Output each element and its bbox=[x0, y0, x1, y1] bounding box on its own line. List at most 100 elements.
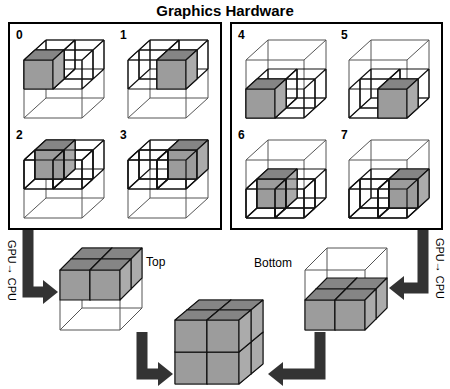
octant-cell: 2 bbox=[12, 126, 112, 226]
cube-figure bbox=[246, 140, 326, 218]
shaded-octant bbox=[120, 259, 131, 300]
cube-drawing bbox=[116, 26, 216, 126]
cube-drawing bbox=[173, 297, 268, 387]
shaded-octant bbox=[275, 79, 286, 118]
cell-number: 3 bbox=[120, 128, 127, 142]
shaded-octant bbox=[175, 320, 207, 352]
cube-figure bbox=[128, 40, 208, 118]
cell-number: 0 bbox=[16, 28, 23, 42]
merged-cube bbox=[173, 297, 268, 387]
cube-figure bbox=[246, 40, 326, 118]
octant-cell: 6 bbox=[234, 126, 334, 226]
cube-edge bbox=[24, 40, 104, 118]
cube-figure bbox=[349, 40, 429, 118]
edge-label-box: GPU→ CPU bbox=[433, 237, 446, 298]
cube-drawing bbox=[12, 126, 112, 226]
octant-cell: 4 bbox=[234, 26, 334, 126]
cell-number: 6 bbox=[238, 128, 245, 142]
cube-edge bbox=[349, 140, 429, 218]
cube-edge bbox=[60, 248, 142, 330]
cube-edge bbox=[157, 150, 197, 189]
cube-label: Top bbox=[146, 255, 165, 269]
shaded-octant bbox=[157, 60, 186, 89]
shaded-octant bbox=[175, 352, 207, 384]
transfer-arrow bbox=[142, 332, 158, 374]
octant-cell: 1 bbox=[116, 26, 216, 126]
cube-drawing bbox=[116, 126, 216, 226]
shaded-octant bbox=[239, 310, 251, 352]
shaded-octant bbox=[131, 248, 142, 289]
cube-edge bbox=[286, 69, 326, 108]
shaded-octant bbox=[376, 278, 387, 319]
shaded-octant bbox=[305, 300, 335, 330]
cube-edge bbox=[157, 50, 197, 89]
cube-edge bbox=[246, 40, 326, 118]
cube-edge bbox=[305, 248, 387, 330]
transfer-arrow bbox=[404, 230, 423, 288]
edge-label: GPU→ CPU bbox=[5, 239, 18, 300]
cube-edge bbox=[64, 40, 104, 79]
bottom-half-cube: Bottom bbox=[250, 246, 389, 332]
hardware-panel: 0 1 2 3 bbox=[8, 22, 222, 230]
diagram-title: Graphics Hardware bbox=[156, 2, 294, 20]
shaded-octant bbox=[365, 289, 376, 330]
cube-edge bbox=[128, 140, 208, 218]
shaded-octant bbox=[418, 169, 429, 208]
cube-figure bbox=[60, 248, 142, 330]
cube-edge bbox=[378, 79, 418, 118]
shaded-octant bbox=[90, 270, 120, 300]
shaded-octant bbox=[246, 89, 275, 118]
cube-figure bbox=[349, 140, 429, 218]
cell-number: 7 bbox=[341, 128, 348, 142]
transfer-arrow bbox=[28, 230, 43, 292]
cube-edge bbox=[349, 40, 429, 118]
shaded-octant bbox=[53, 50, 64, 89]
cell-number: 1 bbox=[120, 28, 127, 42]
cube-drawing bbox=[234, 26, 334, 126]
hardware-panel: 4 5 6 7 bbox=[230, 22, 443, 230]
shaded-octant bbox=[24, 60, 53, 89]
cube-drawing bbox=[337, 126, 437, 226]
transfer-arrow bbox=[283, 332, 320, 374]
edge-label: GPU→ CPU bbox=[433, 237, 446, 298]
cube-edge bbox=[275, 179, 315, 218]
shaded-octant bbox=[60, 270, 90, 300]
top-half-cube: Top bbox=[58, 246, 170, 332]
cube-drawing bbox=[337, 26, 437, 126]
octant-cell: 7 bbox=[337, 126, 437, 226]
cube-figure bbox=[24, 40, 104, 118]
cube-edge bbox=[53, 150, 93, 189]
cell-number: 4 bbox=[238, 28, 245, 42]
title-bar: Graphics Hardware bbox=[0, 2, 450, 20]
shaded-octant bbox=[207, 320, 239, 352]
shaded-octant bbox=[186, 50, 197, 89]
shaded-octant bbox=[251, 300, 263, 342]
cube-edge bbox=[24, 50, 64, 89]
shaded-octant bbox=[207, 352, 239, 384]
octant-cell: 3 bbox=[116, 126, 216, 226]
cube-edge bbox=[246, 79, 286, 118]
octant-cell: 0 bbox=[12, 26, 112, 126]
cube-label: Bottom bbox=[254, 256, 292, 270]
cube-edge bbox=[246, 140, 326, 218]
cube-edge bbox=[175, 300, 263, 384]
shaded-octant bbox=[378, 89, 407, 118]
shaded-octant bbox=[197, 140, 208, 179]
cube-edge bbox=[378, 179, 418, 218]
cube-drawing bbox=[234, 126, 334, 226]
cell-number: 5 bbox=[341, 28, 348, 42]
shaded-octant bbox=[407, 79, 418, 118]
cube-edge bbox=[128, 40, 208, 118]
cube-figure bbox=[175, 300, 263, 384]
cube-figure bbox=[305, 248, 387, 330]
cell-number: 2 bbox=[16, 128, 23, 142]
octant-cell: 5 bbox=[337, 26, 437, 126]
cube-drawing bbox=[12, 26, 112, 126]
edge-label-box: GPU→ CPU bbox=[5, 239, 18, 300]
cube-figure bbox=[128, 140, 208, 218]
cube-edge bbox=[24, 140, 104, 218]
cube-figure bbox=[24, 140, 104, 218]
shaded-octant bbox=[335, 300, 365, 330]
